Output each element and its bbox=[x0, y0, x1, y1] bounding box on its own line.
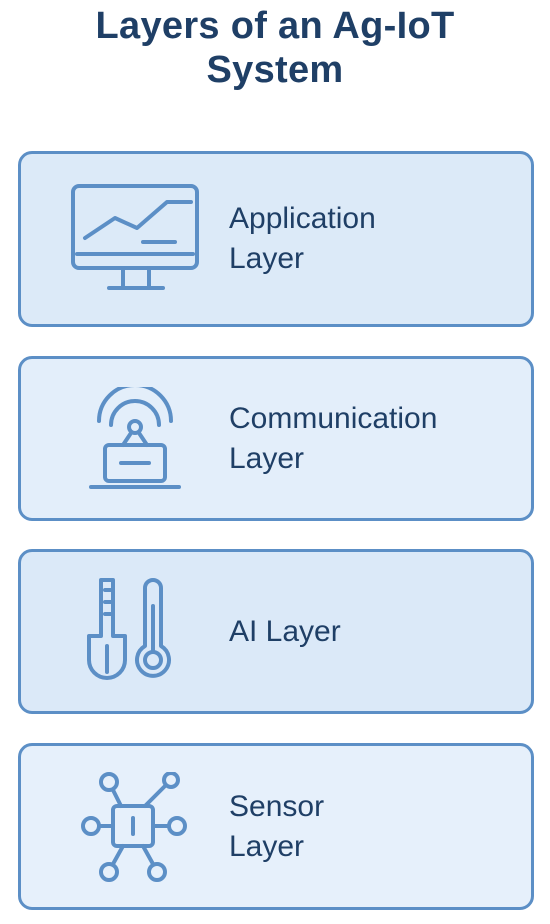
title-line-1: Layers of an Ag-IoT bbox=[95, 5, 455, 47]
communication-layer-card: Communication Layer bbox=[18, 356, 534, 521]
communication-layer-line-2: Layer bbox=[229, 441, 305, 475]
application-layer-card: Application Layer bbox=[18, 151, 534, 327]
communication-layer-line-1: Communication bbox=[229, 401, 438, 435]
application-layer-line-1: Application bbox=[229, 202, 376, 235]
sensor-layer-line-1: Sensor bbox=[229, 789, 325, 823]
title-line-2: System bbox=[206, 49, 344, 91]
spade-thermometer-icon bbox=[83, 576, 179, 688]
ai-layer-line-1: AI Layer bbox=[229, 614, 341, 648]
sensor-layer-line-2: Layer bbox=[229, 829, 305, 863]
antenna-tower-icon bbox=[87, 386, 183, 491]
ai-layer-label: AI Layer bbox=[229, 612, 341, 652]
diagram-title: Layers of an Ag-IoT System bbox=[0, 4, 550, 92]
sensor-chip-icon bbox=[81, 771, 189, 882]
communication-layer-label: Communication Layer bbox=[229, 399, 437, 479]
sensor-layer-label: Sensor Layer bbox=[229, 787, 324, 867]
monitor-chart-icon bbox=[71, 184, 201, 294]
sensor-layer-card: Sensor Layer bbox=[18, 743, 534, 910]
application-layer-label: Application Layer bbox=[229, 199, 376, 279]
application-layer-line-2: Layer bbox=[229, 242, 305, 275]
ai-layer-card: AI Layer bbox=[18, 549, 534, 714]
